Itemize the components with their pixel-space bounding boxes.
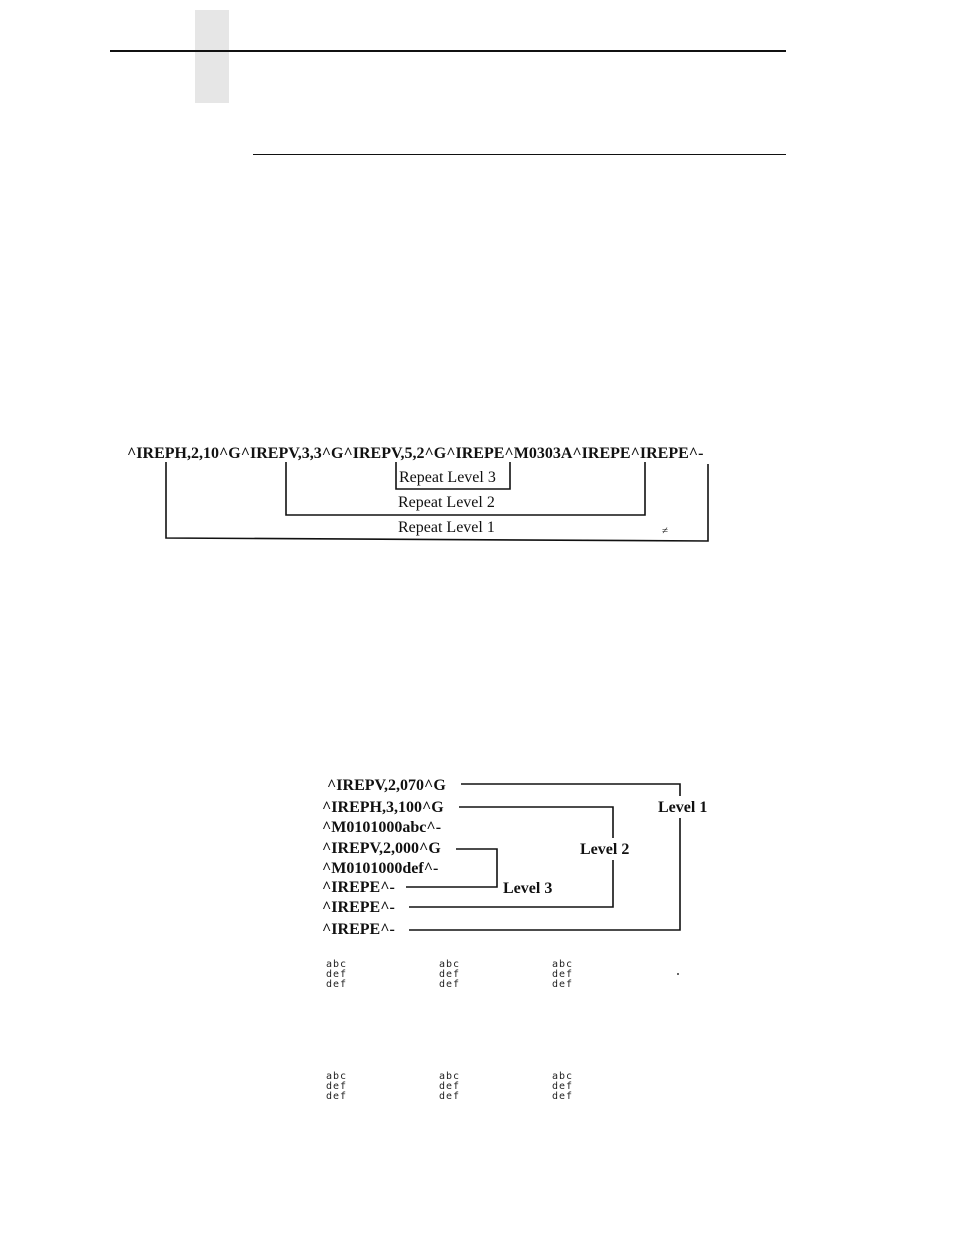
level-1-label: Level 1: [658, 799, 708, 816]
level-1-bracket: [165, 462, 709, 542]
header-rule: [110, 50, 786, 52]
output-block: abc def def: [439, 1071, 461, 1102]
code-line-8: ^IREPE^-: [322, 921, 395, 938]
level-3-bracket: [395, 462, 511, 490]
repeat-level-2-label: Repeat Level 2: [398, 494, 495, 511]
level-3-label: Level 3: [503, 880, 553, 897]
code-line-2: ^IREPH,3,100^G: [322, 799, 444, 816]
level-2-bracket: [285, 462, 646, 516]
code-line-7: ^IREPE^-: [322, 899, 395, 916]
stray-mark: ≠: [662, 525, 669, 537]
output-block: abc def def: [552, 1071, 574, 1102]
code-line-1: ^IREPV,2,070^G: [327, 777, 446, 794]
code-line-6: ^IREPE^-: [322, 879, 395, 896]
code-line-3: ^M0101000abc^-: [322, 819, 442, 836]
code-line-4: ^IREPV,2,000^G: [322, 840, 441, 857]
level-2-label: Level 2: [580, 841, 630, 858]
section-rule: [253, 154, 786, 155]
output-block: abc def def: [552, 959, 574, 990]
output-block: abc def def: [439, 959, 461, 990]
level-3-connector: [406, 848, 498, 888]
stray-dot: [677, 973, 679, 975]
repeat-level-1-label: Repeat Level 1: [398, 519, 495, 536]
thumb-tab: [195, 10, 229, 103]
output-block: abc def def: [326, 959, 348, 990]
code-line-5: ^M0101000def^-: [322, 860, 439, 877]
repeat-command-line: ^IREPH,2,10^G^IREPV,3,3^G^IREPV,5,2^G^IR…: [127, 445, 704, 462]
level-1-connector: [409, 783, 681, 931]
repeat-level-3-label: Repeat Level 3: [399, 469, 496, 486]
output-block: abc def def: [326, 1071, 348, 1102]
